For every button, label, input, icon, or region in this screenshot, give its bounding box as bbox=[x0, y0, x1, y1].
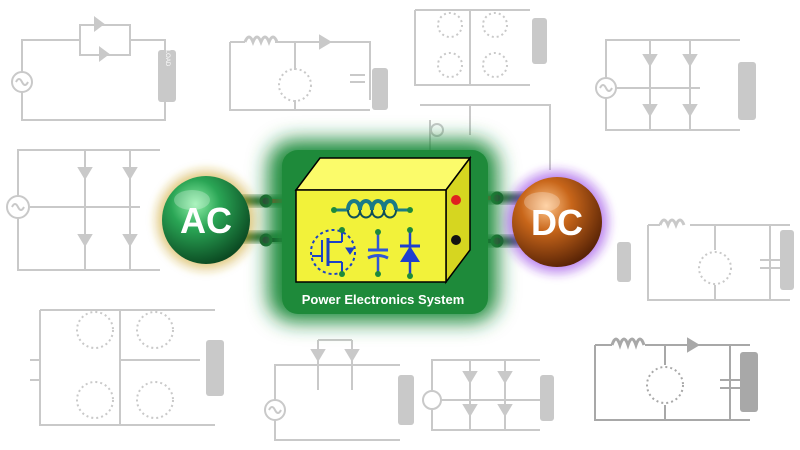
load-label: LOAD bbox=[164, 50, 170, 67]
system-label: Power Electronics System bbox=[302, 292, 465, 307]
inductor-icon bbox=[331, 199, 413, 219]
capacitor-icon bbox=[367, 229, 389, 277]
mosfet-icon bbox=[310, 227, 356, 277]
mosfet-icon bbox=[278, 68, 312, 102]
box-top-face bbox=[294, 157, 472, 191]
ac-sphere: AC bbox=[150, 164, 262, 276]
terminal-positive bbox=[451, 195, 461, 205]
load-icon bbox=[158, 50, 176, 102]
diode-icon bbox=[400, 227, 420, 279]
inductor-icon bbox=[243, 35, 279, 47]
circuit-top-middle bbox=[229, 34, 371, 111]
circuit-top-right bbox=[595, 39, 740, 131]
circuit-bottom-left bbox=[30, 309, 215, 426]
terminal-negative bbox=[451, 235, 461, 245]
background-circuits: LOAD bbox=[6, 9, 794, 441]
circuit-top-center bbox=[414, 9, 530, 86]
power-electronics-box: Power Electronics System bbox=[268, 140, 498, 322]
dc-label: DC bbox=[531, 202, 583, 243]
circuit-bottom-right bbox=[594, 337, 750, 421]
circuit-left-middle bbox=[6, 149, 160, 271]
ac-label: AC bbox=[180, 200, 232, 241]
dc-sphere: DC bbox=[499, 164, 615, 280]
circuit-bottom-middle bbox=[264, 339, 400, 441]
circuit-top-left bbox=[11, 16, 166, 121]
circuit-right-middle bbox=[647, 218, 790, 301]
circuit-bottom-center bbox=[422, 359, 540, 431]
